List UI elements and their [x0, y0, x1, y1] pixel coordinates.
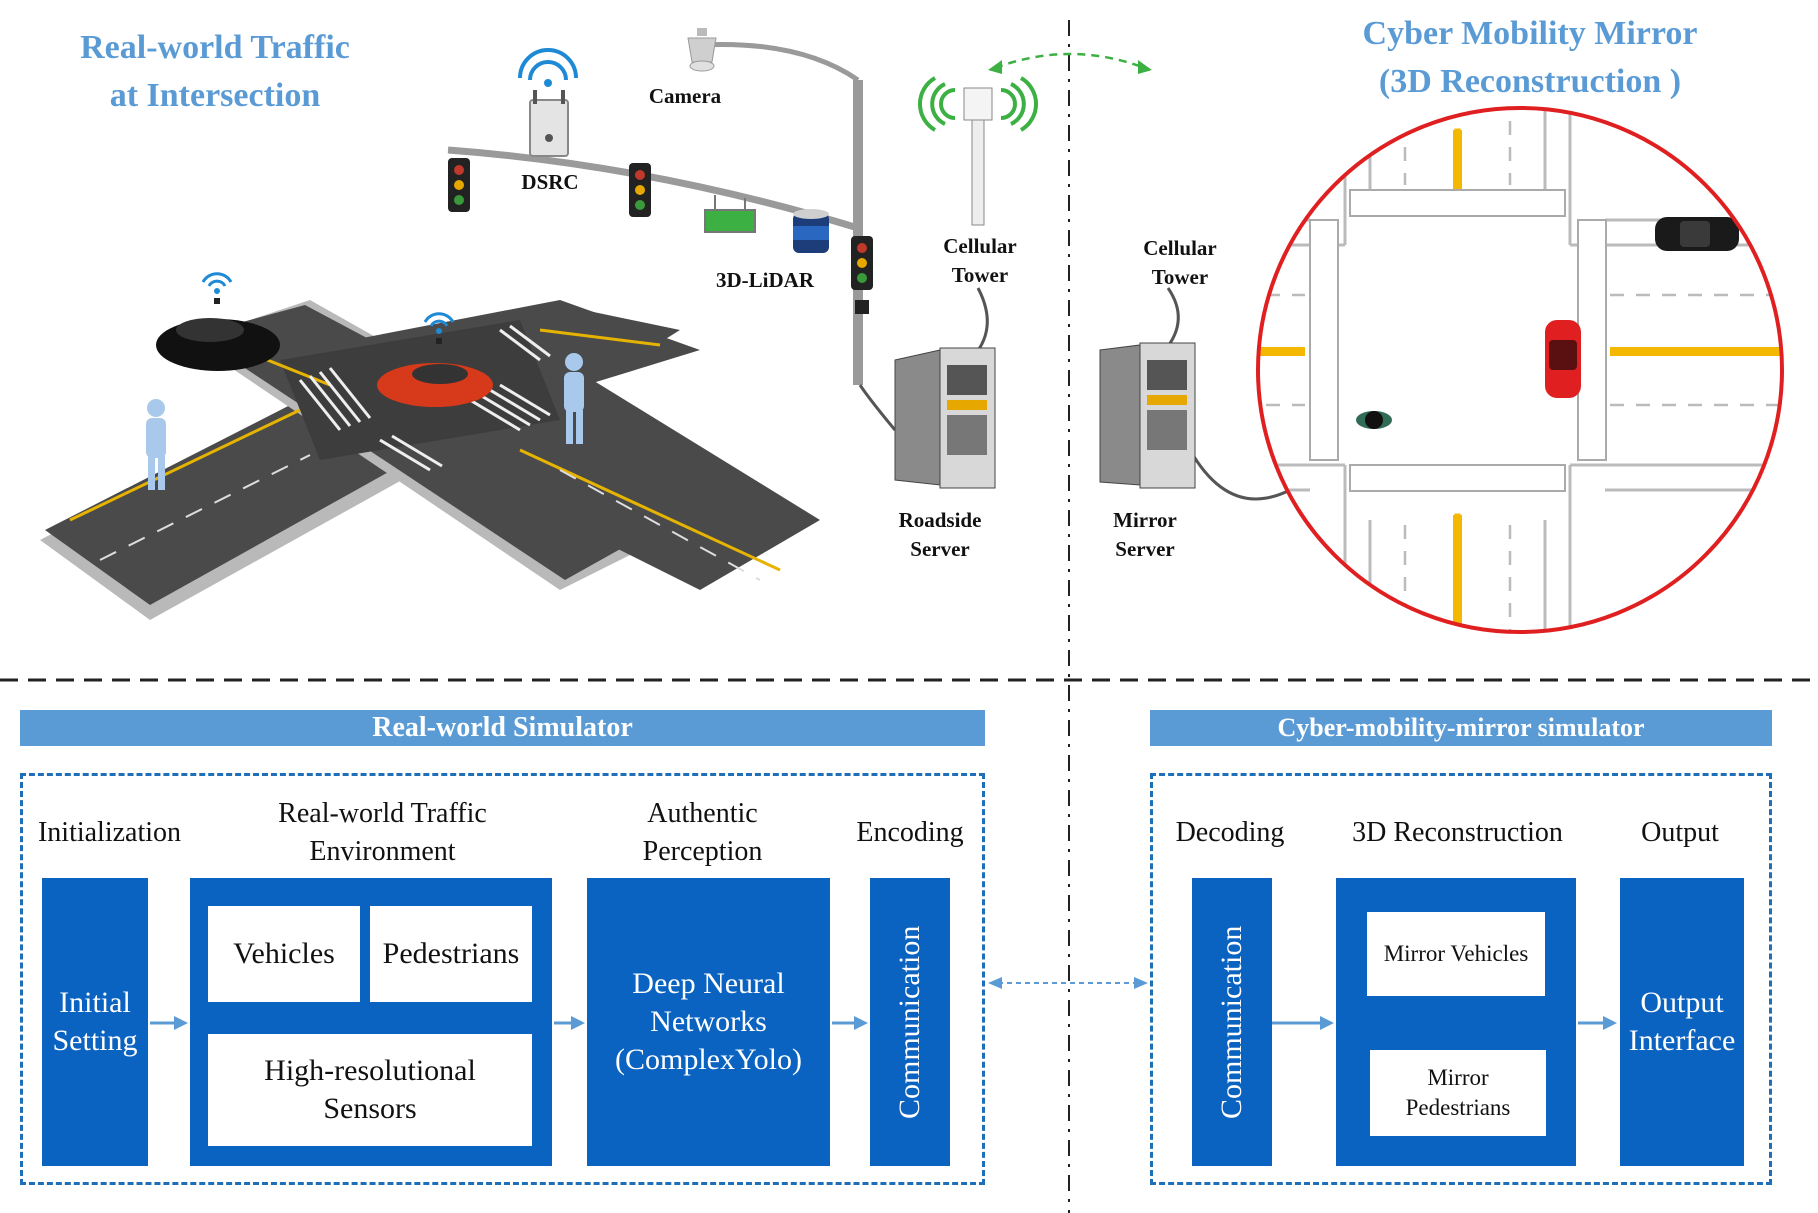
pedestrian-right [564, 353, 584, 444]
stage-perception-line1: Authentic [647, 798, 758, 829]
roadside-server-icon [894, 347, 996, 489]
tower-link-arrow [988, 52, 1152, 74]
intersection-illustration [40, 28, 1039, 620]
black-car-wifi-icon [201, 272, 233, 304]
cyber-mobility-title-line2: (3D Reconstruction ) [1378, 63, 1682, 100]
intersection-road [40, 300, 820, 620]
stage-encoding: Encoding [856, 817, 964, 848]
initial-setting-line1: Initial [59, 986, 131, 1019]
red-car-wifi-icon [423, 312, 455, 344]
traffic-light-middle [629, 163, 651, 217]
mirror-server-icon [1099, 342, 1196, 489]
camera-icon [687, 28, 717, 72]
real-world-title-line1: Real-world Traffic [80, 29, 350, 66]
link-arrow [988, 977, 1148, 989]
mirror-server-label-line2: Server [1115, 537, 1175, 561]
cell-tower-left-label: Cellular Tower [920, 232, 1040, 290]
camera-label: Camera [648, 84, 722, 108]
mirror-server-label: Mirror Server [1085, 506, 1205, 564]
mirror-pedestrians-line1: Mirror [1427, 1065, 1489, 1090]
mirror-server-label-line1: Mirror [1113, 508, 1177, 532]
mirror-pedestrians-line2: Pedestrians [1405, 1095, 1511, 1120]
roadside-server-label-line2: Server [910, 537, 970, 561]
crosswalk-stripes [1309, 189, 1607, 492]
cyber-mobility-title: Cyber Mobility Mirror (3D Reconstruction… [1300, 10, 1760, 106]
stage-reconstruction: 3D Reconstruction [1352, 817, 1563, 848]
cyber-mobility-simulator-container [1150, 773, 1772, 1185]
stage-output: Output [1641, 817, 1719, 848]
stage-perception: Authentic Perception [590, 795, 815, 871]
sensors-box: High-resolutional Sensors [208, 1034, 532, 1146]
lidar-icon [793, 209, 829, 253]
stage-decoding: Decoding [1175, 817, 1285, 848]
cell-tower-left-label-line1: Cellular [943, 234, 1017, 258]
dnn-line2: Networks [650, 1005, 767, 1038]
stage-environment-line1: Real-world Traffic [278, 798, 487, 829]
mirror-pedestrians-box: Mirror Pedestrians [1370, 1050, 1546, 1136]
real-world-title-line2: at Intersection [109, 77, 321, 114]
vehicles-box: Vehicles [208, 906, 360, 1002]
mirror-vehicles-box: Mirror Vehicles [1367, 912, 1545, 996]
decoding-communication-box: Communication [1192, 878, 1272, 1166]
cell-tower-right-label: Cellular Tower [1120, 234, 1240, 292]
mirror-black-car [1655, 217, 1739, 251]
initial-setting-line2: Setting [52, 1024, 138, 1057]
servers-group [858, 287, 1291, 501]
pedestrians-box: Pedestrians [370, 906, 532, 1002]
mirror-red-car [1545, 320, 1581, 398]
pedestrian-left [146, 399, 166, 490]
dsrc-icon [518, 48, 578, 157]
initial-setting-box: Initial Setting [42, 878, 148, 1166]
cyber-mobility-simulator-banner: Cyber-mobility-mirror simulator [1150, 710, 1772, 746]
cell-tower-right-label-line1: Cellular [1143, 236, 1217, 260]
output-interface-line2: Interface [1628, 1024, 1736, 1057]
lidar-label: 3D-LiDAR [716, 268, 814, 292]
dsrc-label: DSRC [521, 170, 579, 194]
dnn-line1: Deep Neural [632, 967, 785, 1000]
red-car [377, 363, 493, 407]
output-interface-box: Output Interface [1620, 878, 1744, 1166]
traffic-light-left [448, 158, 470, 212]
mirror-pedestrian [1356, 411, 1392, 429]
stage-environment: Real-world Traffic Environment [240, 795, 525, 871]
sensors-line1: High-resolutional [264, 1054, 476, 1087]
traffic-light-right [851, 236, 873, 314]
cell-tower-right-label-line2: Tower [1151, 265, 1209, 289]
mirror-reconstruction-view [1256, 106, 1784, 634]
real-world-simulator-banner: Real-world Simulator [20, 710, 985, 746]
real-world-simulator-container [20, 773, 985, 1185]
dnn-box: Deep Neural Networks (ComplexYolo) [587, 878, 830, 1166]
cell-tower-left-label-line2: Tower [951, 263, 1009, 287]
stage-environment-line2: Environment [309, 836, 456, 867]
stage-perception-line2: Perception [642, 836, 763, 867]
cyber-mobility-title-line1: Cyber Mobility Mirror [1362, 15, 1698, 52]
cell-tower-left-icon [917, 76, 1039, 226]
roadside-server-label: Roadside Server [875, 506, 1005, 564]
stage-initialization: Initialization [37, 817, 182, 848]
sensors-line2: Sensors [323, 1092, 417, 1125]
black-car [156, 318, 280, 371]
roadside-server-label-line1: Roadside [898, 508, 982, 532]
real-world-title: Real-world Traffic at Intersection [30, 24, 400, 120]
output-interface-line1: Output [1640, 986, 1724, 1019]
dnn-line3: (ComplexYolo) [615, 1043, 802, 1076]
